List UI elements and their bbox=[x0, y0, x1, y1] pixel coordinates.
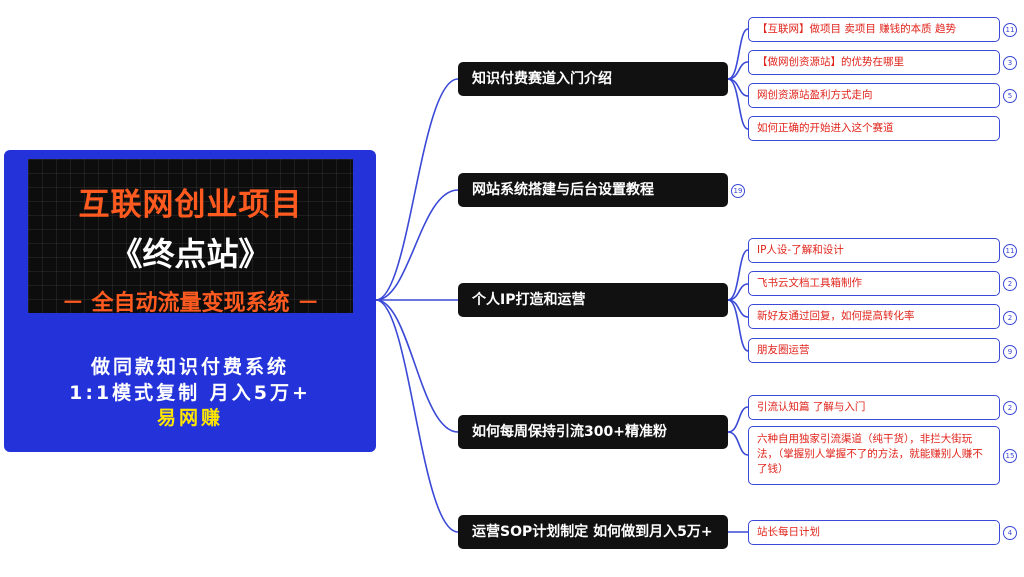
banner-tagline: － 全自动流量变现系统 － bbox=[61, 291, 320, 316]
subtopic-node[interactable]: 站长每日计划 bbox=[748, 520, 1000, 545]
count-badge[interactable]: 2 bbox=[1003, 311, 1017, 325]
connector-root-topic-4 bbox=[375, 299, 459, 433]
root-text-line3: 易网赚 bbox=[156, 407, 223, 429]
subtopic-node[interactable]: IP人设-了解和设计 bbox=[748, 238, 1000, 263]
subtopic-node[interactable]: 朋友圈运营 bbox=[748, 338, 1000, 363]
connector-t3-c1 bbox=[727, 249, 749, 301]
banner-subtitle: 《终点站》 bbox=[110, 235, 271, 273]
count-badge[interactable]: 15 bbox=[1003, 449, 1017, 463]
connector-root-topic-2 bbox=[375, 189, 459, 301]
topic-knowledge-intro[interactable]: 知识付费赛道入门介绍 bbox=[458, 62, 728, 96]
connector-root-topic-1 bbox=[375, 78, 459, 301]
root-text-line1: 做同款知识付费系统 bbox=[90, 356, 289, 378]
count-badge[interactable]: 2 bbox=[1003, 277, 1017, 291]
subtopic-label: 如何正确的开始进入这个赛道 bbox=[757, 122, 894, 134]
subtopic-node[interactable]: 如何正确的开始进入这个赛道 bbox=[748, 116, 1000, 141]
connector-t1-c1 bbox=[727, 28, 749, 80]
subtopic-label: 站长每日计划 bbox=[757, 526, 820, 538]
connector-t1-c2 bbox=[727, 61, 749, 80]
count-badge[interactable]: 9 bbox=[1003, 345, 1017, 359]
subtopic-label: 六种自用独家引流渠道（纯干货），非拦大街玩法，（掌握别人掌握不了的方法，就能赚别… bbox=[757, 433, 983, 475]
count-badge[interactable]: 11 bbox=[1003, 23, 1017, 37]
count-badge[interactable]: 3 bbox=[1003, 56, 1017, 70]
subtopic-label: 【做网创资源站】的优势在哪里 bbox=[757, 56, 904, 68]
count-badge[interactable]: 4 bbox=[1003, 526, 1017, 540]
count-badge[interactable]: 19 bbox=[731, 184, 745, 198]
connector-t3-c2 bbox=[727, 283, 749, 301]
subtopic-node[interactable]: 【做网创资源站】的优势在哪里 bbox=[748, 50, 1000, 75]
subtopic-label: 朋友圈运营 bbox=[757, 344, 810, 356]
subtopic-label: IP人设-了解和设计 bbox=[757, 244, 844, 256]
count-badge[interactable]: 11 bbox=[1003, 244, 1017, 258]
subtopic-node[interactable]: 【互联网】做项目 卖项目 赚钱的本质 趋势 bbox=[748, 17, 1000, 42]
root-text-line2: 1:1模式复制 月入5万+ bbox=[69, 382, 311, 404]
count-badge[interactable]: 5 bbox=[1003, 89, 1017, 103]
root-banner: 互联网创业项目 《终点站》 － 全自动流量变现系统 － bbox=[28, 159, 353, 316]
connector-t3-c4 bbox=[727, 299, 749, 352]
connector-t3-c3 bbox=[727, 299, 749, 318]
subtopic-node[interactable]: 新好友通过回复，如何提高转化率 bbox=[748, 304, 1000, 329]
root-node[interactable]: 互联网创业项目 《终点站》 － 全自动流量变现系统 － 做同款知识付费系统 1:… bbox=[4, 150, 376, 452]
connector-root-topic-5 bbox=[375, 299, 459, 533]
subtopic-node[interactable]: 网创资源站盈利方式走向 bbox=[748, 83, 1000, 108]
subtopic-node[interactable]: 飞书云文档工具箱制作 bbox=[748, 271, 1000, 296]
subtopic-label: 飞书云文档工具箱制作 bbox=[757, 277, 862, 289]
connector-t1-c4 bbox=[727, 78, 749, 130]
connector-t1-c3 bbox=[727, 78, 749, 97]
count-badge[interactable]: 2 bbox=[1003, 401, 1017, 415]
connector-t4-c2 bbox=[727, 431, 749, 456]
topic-sop-plan[interactable]: 运营SOP计划制定 如何做到月入5万+ bbox=[458, 515, 728, 549]
subtopic-label: 【互联网】做项目 卖项目 赚钱的本质 趋势 bbox=[757, 23, 957, 35]
topic-traffic[interactable]: 如何每周保持引流300+精准粉 bbox=[458, 415, 728, 449]
subtopic-label: 新好友通过回复，如何提高转化率 bbox=[757, 310, 915, 322]
topic-website-setup[interactable]: 网站系统搭建与后台设置教程 bbox=[458, 173, 728, 207]
connector-t4-c1 bbox=[727, 406, 749, 433]
banner-title: 互联网创业项目 bbox=[78, 187, 303, 223]
subtopic-label: 网创资源站盈利方式走向 bbox=[757, 89, 873, 101]
topic-personal-ip[interactable]: 个人IP打造和运营 bbox=[458, 283, 728, 317]
subtopic-node[interactable]: 六种自用独家引流渠道（纯干货），非拦大街玩法，（掌握别人掌握不了的方法，就能赚别… bbox=[748, 426, 1000, 485]
subtopic-node[interactable]: 引流认知篇 了解与入门 bbox=[748, 395, 1000, 420]
subtopic-label: 引流认知篇 了解与入门 bbox=[757, 401, 866, 413]
